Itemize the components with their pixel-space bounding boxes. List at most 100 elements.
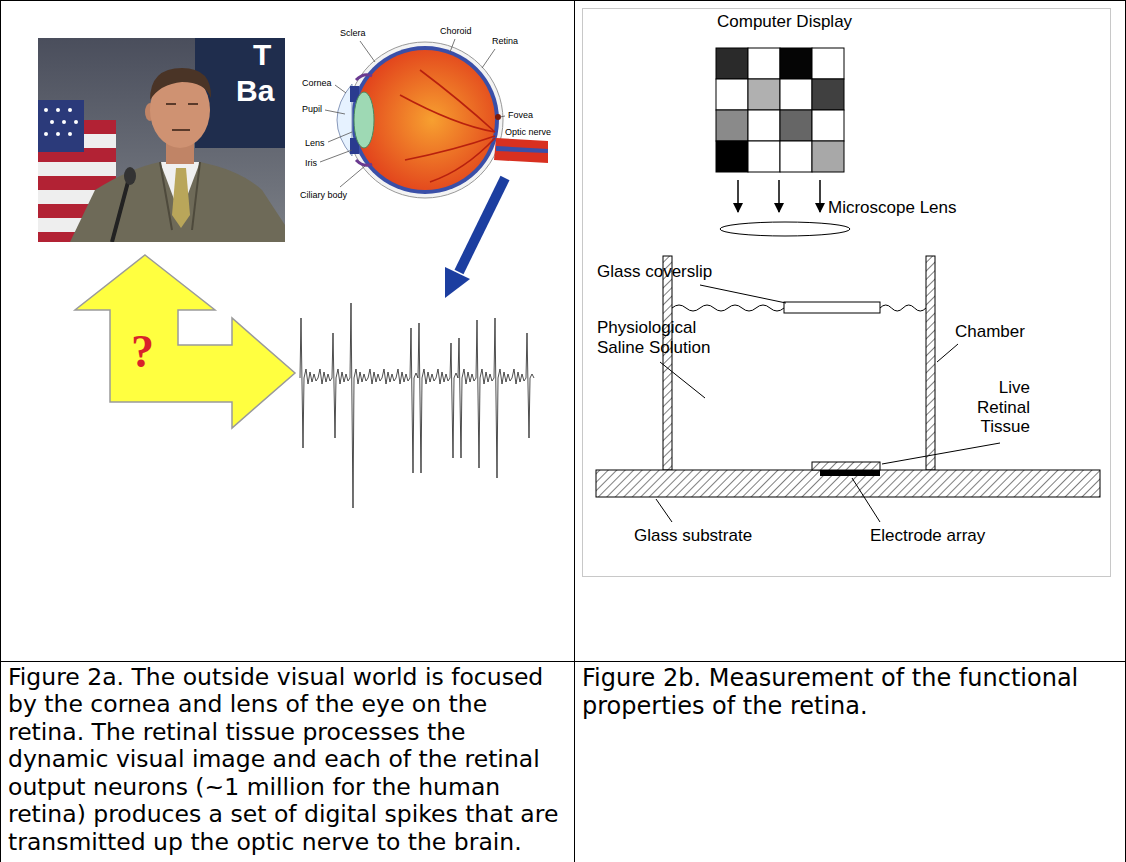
glass-substrate [596, 470, 1100, 497]
electrode-array [820, 470, 880, 476]
display-grid [780, 79, 812, 110]
sign-text: T [253, 38, 271, 73]
caption-cell: Figure 2a. The outside visual world is f… [1, 662, 574, 861]
caption-cell: Figure 2b. Measurement of the functional… [575, 662, 1125, 861]
part-label: Optic nerve [505, 127, 551, 137]
part-label: Ciliary body [300, 190, 347, 200]
display-grid [716, 110, 748, 141]
leader-line [882, 443, 1000, 464]
display-grid [748, 141, 780, 172]
leader-line [328, 132, 352, 142]
flag [44, 132, 48, 136]
microscope-lens [720, 222, 850, 236]
part-label: Choroid [440, 26, 472, 36]
sclera [347, 42, 503, 198]
blood-vessel [400, 70, 495, 182]
leader-line [500, 116, 505, 117]
part-label: Lens [305, 138, 325, 148]
part-label: Live Retinal Tissue [968, 378, 1030, 437]
lapel [160, 162, 200, 230]
retinal-tissue [812, 462, 880, 470]
leader-line [320, 39, 505, 187]
tie [172, 168, 190, 228]
part-label: Iris [305, 158, 317, 168]
part-label: Electrode array [870, 526, 985, 546]
optic-nerve [494, 138, 548, 163]
arrow-head [445, 267, 470, 298]
display-grid [716, 141, 748, 172]
part-label: Chamber [955, 322, 1025, 342]
light-arrow [737, 180, 739, 212]
part-label: Sclera [340, 28, 366, 38]
leader-line [660, 362, 705, 398]
eye-illustration [320, 39, 548, 198]
retina [355, 50, 495, 190]
display-grid [748, 110, 780, 141]
leader-line [852, 478, 880, 522]
face [166, 104, 198, 130]
coverslip [784, 302, 880, 313]
panel-frame [583, 9, 1111, 577]
leader-line [656, 499, 672, 522]
optic-nerve [496, 146, 548, 153]
chamber-wall [663, 256, 935, 470]
glass-substrate [596, 470, 1100, 497]
part-label: Computer Display [717, 12, 852, 32]
part-label: Optic nerve [505, 127, 551, 137]
leader-line [320, 150, 352, 162]
flag [50, 120, 54, 124]
spike-trace [300, 303, 534, 508]
display-grid [812, 110, 844, 141]
display-grid [716, 79, 748, 110]
flag [74, 120, 78, 124]
yellow-arrow [75, 255, 295, 428]
flag [38, 162, 116, 176]
leader-line [700, 285, 786, 303]
cornea [337, 84, 352, 156]
display-grid [780, 110, 812, 141]
flag [68, 108, 72, 112]
display-grid [780, 141, 812, 172]
question-mark: ? [131, 326, 154, 379]
display-grid [748, 79, 780, 110]
flag [56, 132, 60, 136]
leader-line [340, 166, 365, 187]
microphone [124, 167, 136, 185]
display-grid [716, 48, 748, 79]
display-grid [780, 48, 812, 79]
part-label: Glass coverslip [597, 262, 712, 282]
leader-line [335, 85, 346, 93]
choroid [351, 46, 499, 194]
leader-line [450, 39, 455, 52]
part-label: Computer Display [717, 12, 852, 32]
chamber-wall [663, 256, 672, 470]
suit [70, 162, 285, 242]
glass-substrate [596, 470, 1100, 497]
speaker-photo [38, 38, 285, 242]
blue-arrow [445, 178, 505, 298]
part-label: Physiological Saline Solution [597, 318, 722, 357]
caption-text: Figure 2b. Measurement of the functional… [582, 664, 1118, 720]
part-label: Retina [492, 36, 518, 46]
part-label: Chamber [955, 322, 1025, 342]
part-label: Iris [305, 158, 317, 168]
sign-text: Ba [236, 74, 274, 109]
flag [68, 132, 72, 136]
part-label: Cornea [302, 78, 332, 88]
leader-line [937, 344, 958, 362]
display-grid [716, 48, 844, 172]
light-arrow [819, 180, 821, 212]
part-label: Retina [492, 36, 518, 46]
table-rule [574, 0, 575, 862]
retinal-tissue [812, 462, 880, 470]
part-label: Glass substrate [634, 526, 752, 546]
arrow-shaft [459, 178, 505, 272]
question-mark: ? [131, 326, 154, 379]
part-label: Fovea [508, 110, 533, 120]
part-label: Fovea [508, 110, 533, 120]
part-label: Electrode array [870, 526, 985, 546]
microphone [112, 182, 128, 242]
part-label: Glass coverslip [597, 262, 712, 282]
